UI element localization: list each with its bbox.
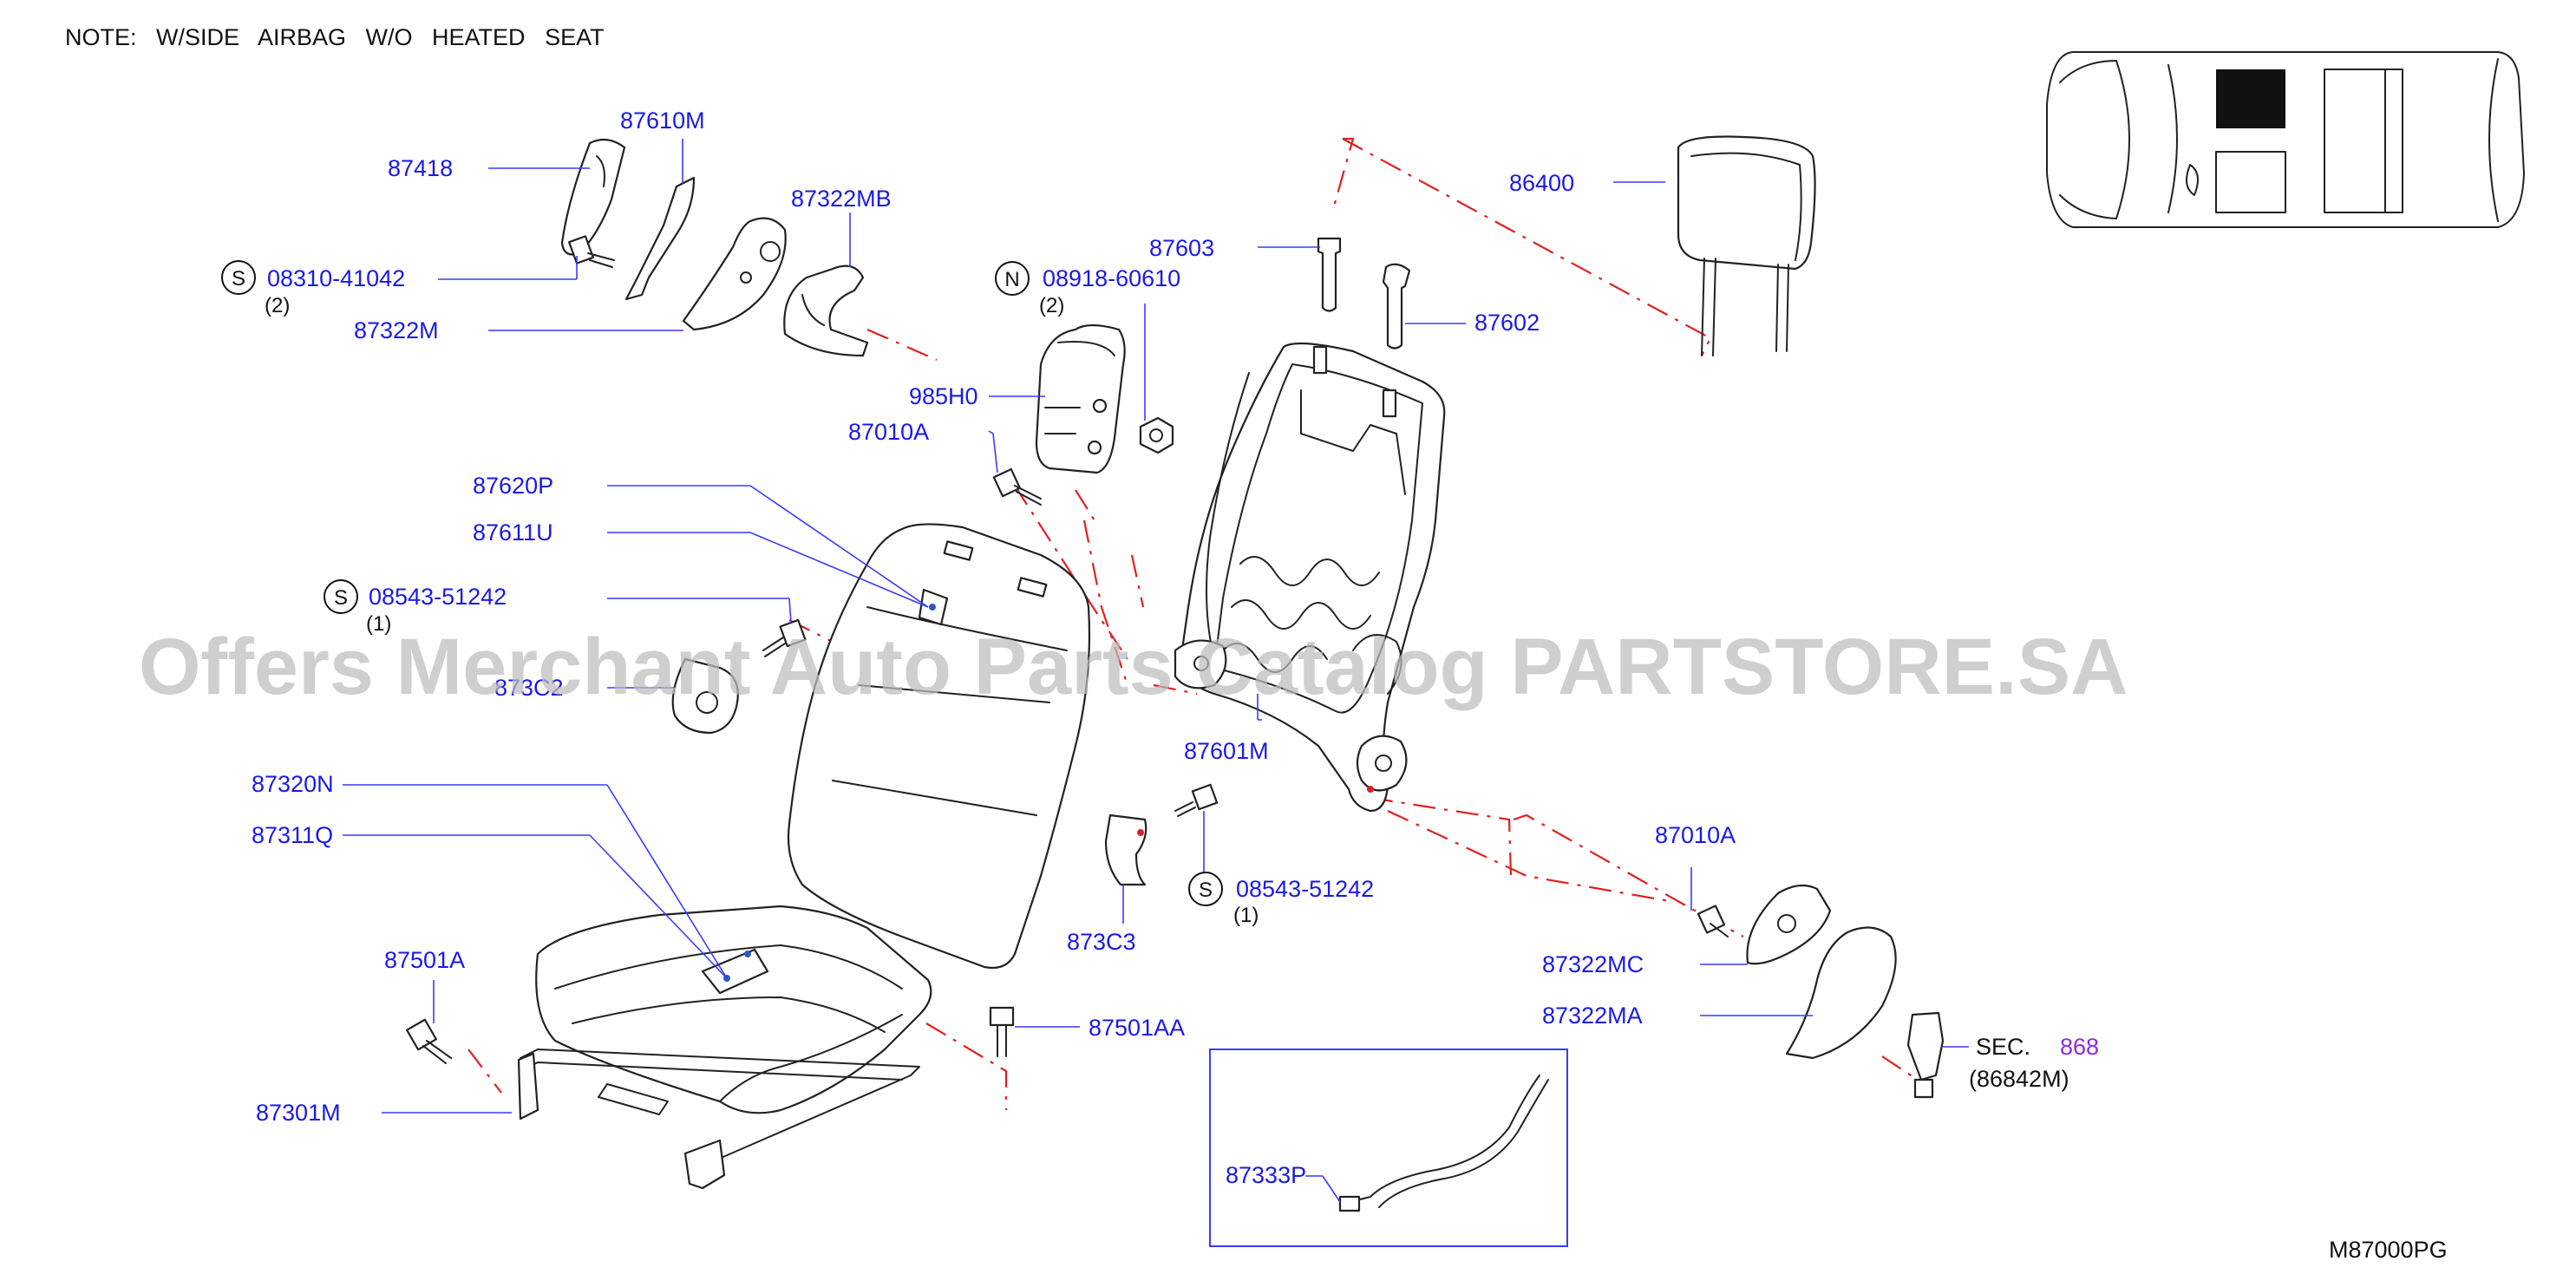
cover-87418 — [560, 138, 626, 256]
headrest-guides — [1317, 237, 1411, 350]
label-87602[interactable]: 87602 — [1474, 310, 1540, 336]
harness-87333P-box — [1209, 1049, 1568, 1247]
label-87320N[interactable]: 87320N — [252, 771, 334, 797]
highlighted-seat — [2216, 69, 2285, 128]
label-873C2[interactable]: 873C2 — [494, 675, 564, 701]
label-87611U[interactable]: 87611U — [473, 519, 553, 546]
bolt-87501A — [406, 1018, 452, 1064]
label-87501AA[interactable]: 87501AA — [1089, 1015, 1185, 1041]
label-87418[interactable]: 87418 — [388, 155, 453, 181]
label-87333P[interactable]: 87333P — [1226, 1162, 1306, 1188]
marker-s-08543-right: S — [1188, 872, 1223, 906]
nut-08918-60610 — [1139, 416, 1174, 454]
label-87322M[interactable]: 87322M — [354, 317, 439, 343]
marker-s-08543-left: S — [324, 579, 358, 614]
assembly-lines — [467, 137, 1922, 1110]
label-87010A-right[interactable]: 87010A — [1655, 822, 1736, 848]
seatback-frame-87601M — [1174, 342, 1446, 813]
qty-08310-41042: (2) — [265, 294, 290, 317]
label-87620P[interactable]: 87620P — [473, 473, 553, 499]
label-sec: SEC. — [1976, 1034, 2030, 1060]
qty-08543-51242-left: (1) — [366, 612, 391, 636]
label-873C3[interactable]: 873C3 — [1067, 929, 1136, 955]
part-labels: 87418 87610M 87322MB 08310-41042 (2) 873… — [252, 108, 2099, 1188]
label-87010A-top[interactable]: 87010A — [848, 419, 929, 445]
qty-08543-51242-right: (1) — [1233, 904, 1259, 927]
label-sec-868[interactable]: 868 — [2060, 1034, 2099, 1060]
seat-track-87301M — [517, 1049, 920, 1190]
bolt-08543-right — [1174, 783, 1219, 817]
bolt-87010A-right — [1697, 905, 1729, 937]
note-text: NOTE: W/SIDE AIRBAG W/O HEATED SEAT — [65, 24, 605, 50]
marker-n-08918: N — [995, 261, 1030, 296]
qty-08918-60610: (2) — [1039, 294, 1064, 317]
diagram-code: M87000PG — [2329, 1237, 2448, 1263]
label-87322MB[interactable]: 87322MB — [791, 186, 892, 212]
label-87603[interactable]: 87603 — [1149, 235, 1214, 261]
seat-buckle-86842M — [1906, 1011, 1945, 1099]
seatback-trim-87620P — [787, 523, 1091, 970]
label-08918-60610[interactable]: 08918-60610 — [1043, 265, 1180, 291]
label-87311Q[interactable]: 87311Q — [252, 822, 333, 848]
bracket-873C3 — [1104, 813, 1147, 886]
seat-cushion-87320N — [535, 905, 932, 1114]
label-87610M[interactable]: 87610M — [620, 108, 705, 134]
bracket-87610M — [624, 176, 696, 301]
label-86400[interactable]: 86400 — [1509, 170, 1574, 196]
bolt-87501AA — [989, 1006, 1015, 1057]
svg-text:S: S — [1199, 879, 1213, 902]
cover-87322M — [682, 217, 787, 331]
svg-text:S: S — [232, 267, 245, 291]
leader-lines — [343, 139, 1969, 1203]
svg-text:N: N — [1004, 268, 1019, 291]
cover-87322MC — [1746, 884, 1832, 965]
label-08543-51242-left[interactable]: 08543-51242 — [369, 584, 507, 610]
label-87601M[interactable]: 87601M — [1184, 738, 1269, 764]
watermark-text: Offers Merchant Auto Parts Catalog PARTS… — [139, 623, 2128, 711]
label-08310-41042[interactable]: 08310-41042 — [267, 265, 405, 291]
side-airbag-985H0 — [1035, 323, 1126, 474]
bracket-873C2 — [671, 657, 739, 735]
label-87322MA[interactable]: 87322MA — [1542, 1003, 1643, 1029]
screw-08310-41042 — [568, 235, 615, 268]
label-87501A[interactable]: 87501A — [384, 947, 465, 973]
svg-text:S: S — [334, 586, 348, 610]
bolt-08543-left — [762, 618, 807, 657]
bolt-87010A-top — [992, 467, 1042, 506]
label-985H0[interactable]: 985H0 — [909, 383, 978, 409]
label-87301M[interactable]: 87301M — [256, 1100, 341, 1126]
label-87322MC[interactable]: 87322MC — [1542, 951, 1644, 977]
vehicle-location-icon — [2046, 51, 2525, 228]
cover-87322MA — [1785, 926, 1897, 1060]
marker-s-08310: S — [221, 260, 256, 295]
headrest-86400 — [1677, 135, 1816, 356]
label-86842M: (86842M) — [1969, 1066, 2069, 1092]
label-08543-51242-right[interactable]: 08543-51242 — [1236, 876, 1374, 902]
cover-87322MB — [783, 265, 869, 357]
